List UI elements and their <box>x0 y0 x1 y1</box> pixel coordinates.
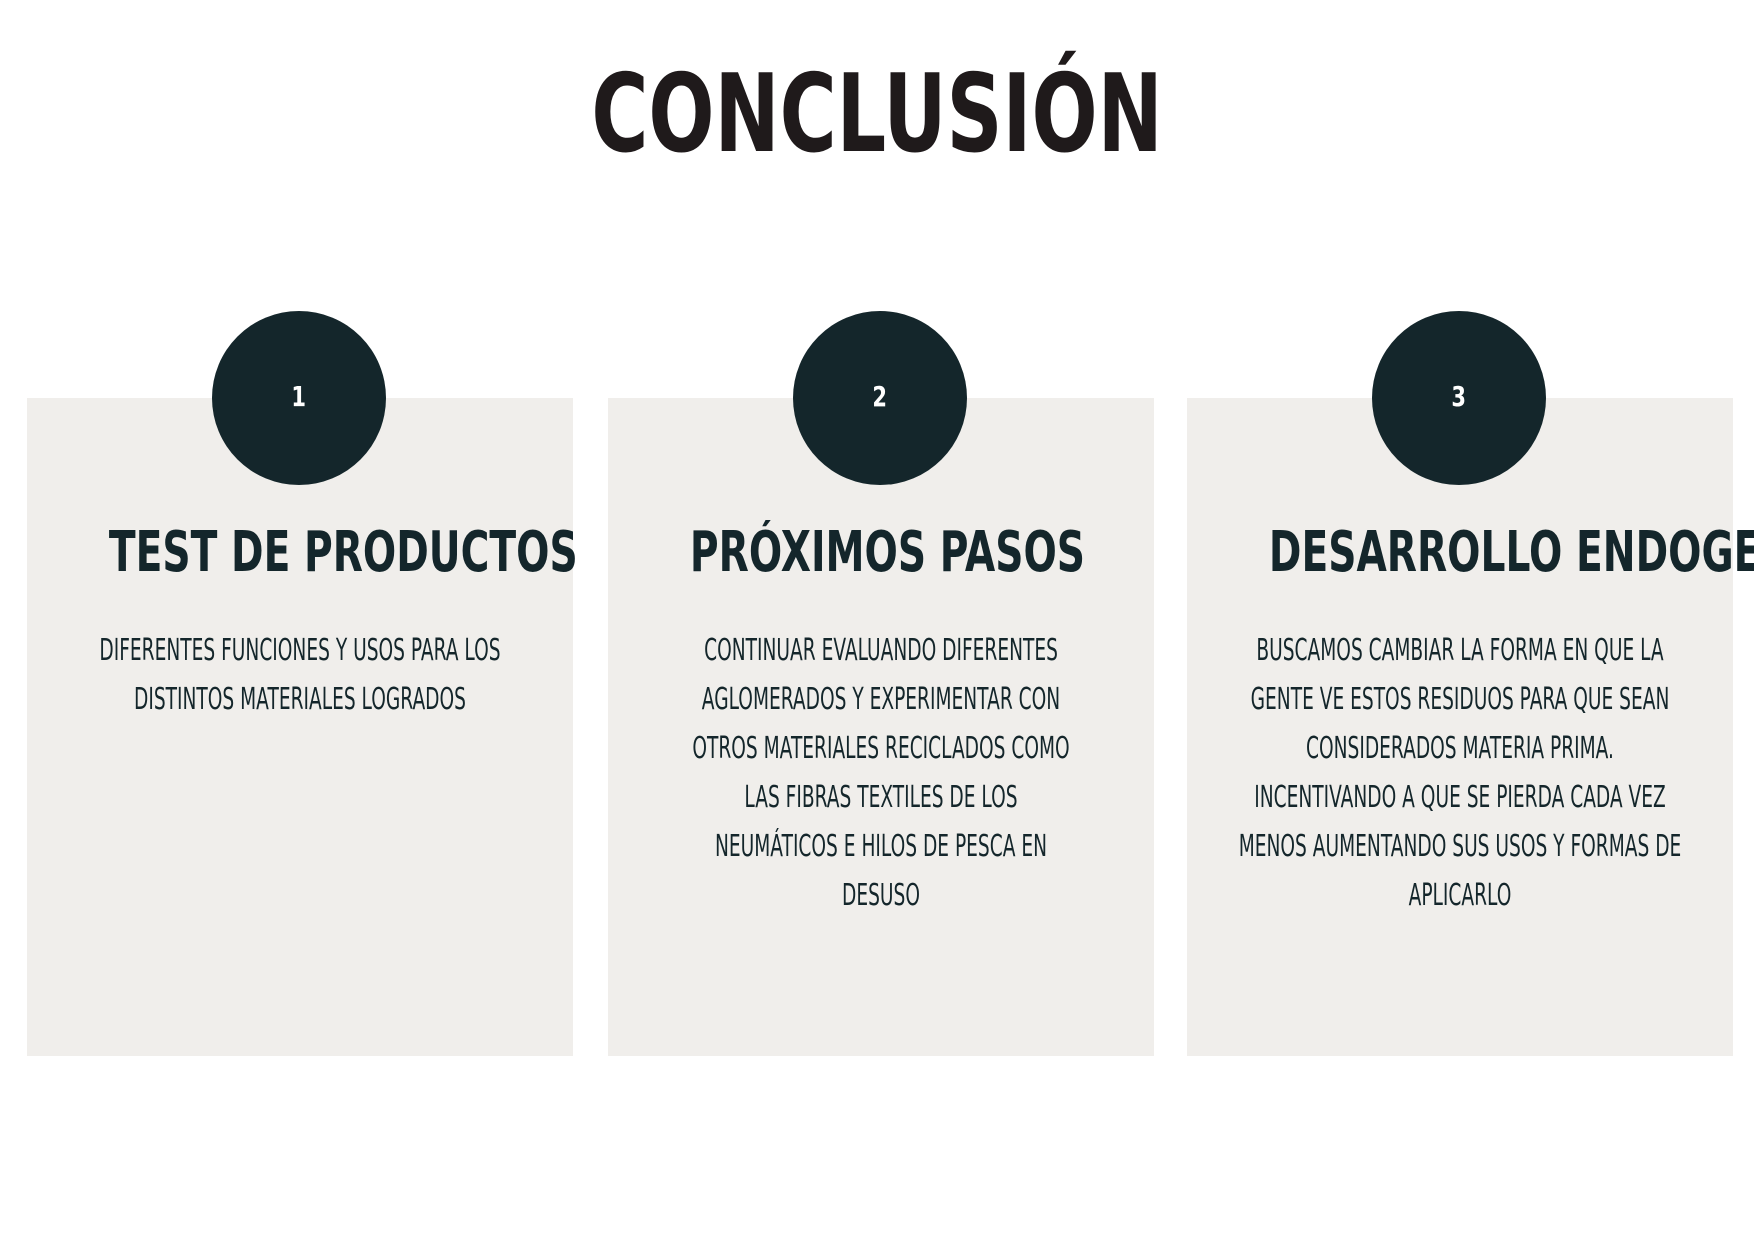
step-number-badge: 1 <box>212 311 386 485</box>
card-desarrollo-endogeno: DESARROLLO ENDOGENO BUSCAMOS CAMBIAR LA … <box>1187 398 1754 1056</box>
step-number: 1 <box>291 379 307 413</box>
card-title: PRÓXIMOS PASOS <box>689 520 1086 585</box>
card-body-line: BUSCAMOS CAMBIAR LA FORMA EN QUE LA <box>1256 633 1664 668</box>
card-body: BUSCAMOS CAMBIAR LA FORMA EN QUE LA GENT… <box>1235 626 1685 920</box>
card-body-line: DESUSO <box>842 878 920 913</box>
card-title: DESARROLLO ENDOGENO <box>1268 520 1754 585</box>
card-test-de-productos: TEST DE PRODUCTOS DIFERENTES FUNCIONES Y… <box>27 398 578 1056</box>
card-body-line: NEUMÁTICOS E HILOS DE PESCA EN <box>714 829 1048 864</box>
step-number: 2 <box>872 379 888 413</box>
card-body-line: DISTINTOS MATERIALES LOGRADOS <box>134 682 466 717</box>
card-body-line: GENTE VE ESTOS RESIDUOS PARA QUE SEAN <box>1250 682 1670 717</box>
page-title: CONCLUSIÓN <box>591 52 1163 177</box>
card-body-line: DIFERENTES FUNCIONES Y USOS PARA LOS <box>99 633 501 668</box>
card-body-line: LAS FIBRAS TEXTILES DE LOS <box>744 780 1018 815</box>
card-body: CONTINUAR EVALUANDO DIFERENTES AGLOMERAD… <box>656 626 1106 920</box>
card-body-line: APLICARLO <box>1408 878 1512 913</box>
card-body-line: CONTINUAR EVALUANDO DIFERENTES <box>704 633 1058 668</box>
card-body-line: INCENTIVANDO A QUE SE PIERDA CADA VEZ <box>1254 780 1666 815</box>
card-body-line: MENOS AUMENTANDO SUS USOS Y FORMAS DE <box>1238 829 1682 864</box>
card-title: TEST DE PRODUCTOS <box>108 520 578 585</box>
card-body-line: AGLOMERADOS Y EXPERIMENTAR CON <box>701 682 1061 717</box>
card-body: DIFERENTES FUNCIONES Y USOS PARA LOS DIS… <box>75 626 525 724</box>
step-number-badge: 3 <box>1372 311 1546 485</box>
card-body-line: OTROS MATERIALES RECICLADOS COMO <box>692 731 1070 766</box>
card-proximos-pasos: PRÓXIMOS PASOS CONTINUAR EVALUANDO DIFER… <box>608 398 1154 1056</box>
step-number-badge: 2 <box>793 311 967 485</box>
card-body-line: CONSIDERADOS MATERIA PRIMA. <box>1306 731 1614 766</box>
step-number: 3 <box>1451 379 1467 413</box>
